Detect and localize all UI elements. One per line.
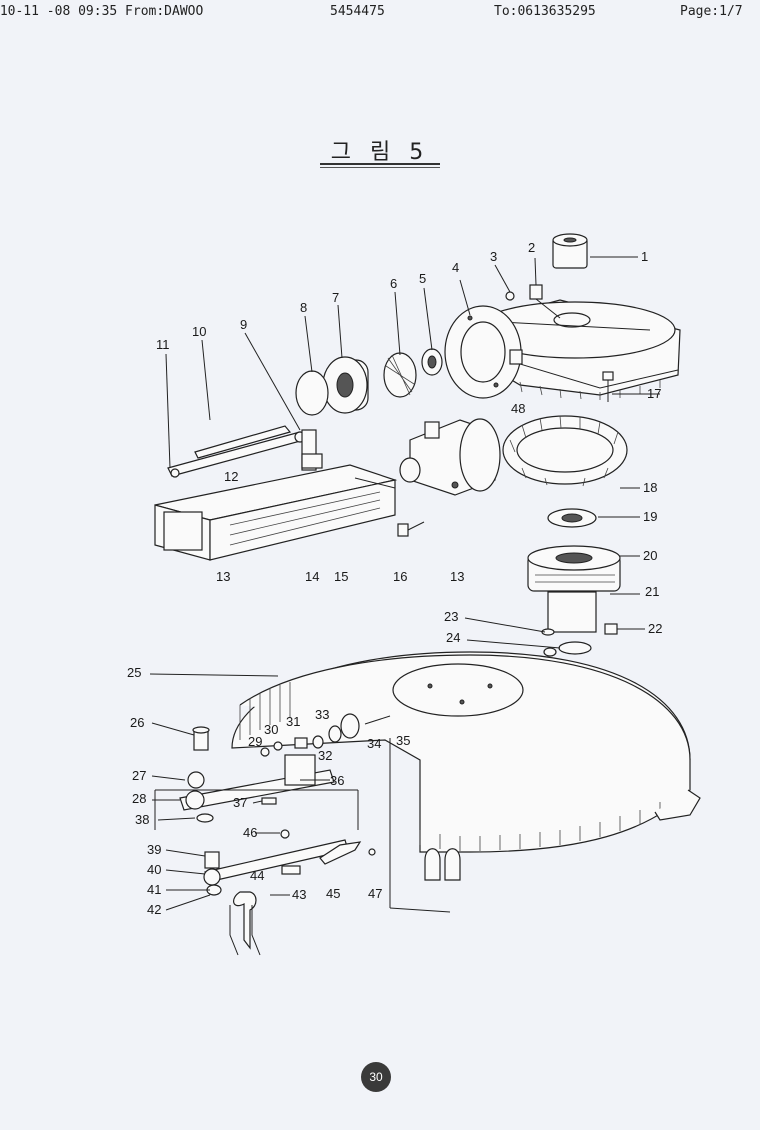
callout-2: 2	[528, 240, 535, 255]
callout-43: 43	[292, 887, 306, 902]
callout-15: 15	[334, 569, 348, 584]
fax-page-count: Page:1/7	[680, 4, 743, 19]
title-underline-secondary	[320, 167, 440, 168]
bearing-part-7	[322, 356, 369, 414]
callout-6: 6	[390, 276, 397, 291]
callout-48: 48	[511, 401, 525, 416]
pin-part-3	[505, 291, 515, 301]
fax-doc-id: 5454475	[330, 4, 385, 19]
leader-lines	[149, 256, 660, 913]
washer-part-5	[421, 348, 443, 376]
callout-20: 20	[643, 548, 657, 563]
fax-date-time: 010-11 -08 09:35 From:DAWOO	[0, 4, 204, 19]
washer-part-24	[558, 641, 592, 655]
callout-5: 5	[419, 271, 426, 286]
figure-title: 그 림 5	[330, 140, 430, 165]
square-tube-part-13	[154, 464, 398, 561]
callout-32: 32	[318, 748, 332, 763]
callout-34: 34	[367, 736, 381, 751]
callout-8: 8	[300, 300, 307, 315]
callout-3: 3	[490, 249, 497, 264]
nut-part-22	[604, 623, 618, 635]
callout-16: 16	[393, 569, 407, 584]
collar-part-15	[399, 457, 421, 483]
table-base-part-25	[231, 651, 701, 881]
callout-labels: 1 2 3 4 5 6 7 8 9 10 11 12 13 13 14 15 1…	[127, 240, 662, 917]
fax-header: 010-11 -08 09:35 From:DAWOO 5454475 To:0…	[0, 0, 760, 22]
bushing-part-1	[552, 233, 588, 269]
washer-part-19	[547, 508, 597, 528]
callout-42: 42	[147, 902, 161, 917]
callout-25: 25	[127, 665, 141, 680]
motor-housing-part-13	[409, 418, 501, 496]
callout-24: 24	[446, 630, 460, 645]
callout-9: 9	[240, 317, 247, 332]
callout-21: 21	[645, 584, 659, 599]
callout-41: 41	[147, 882, 161, 897]
callout-37: 37	[233, 795, 247, 810]
callout-18: 18	[643, 480, 657, 495]
callout-45: 45	[326, 886, 340, 901]
callout-12: 12	[224, 469, 238, 484]
lever-assembly-26-47	[179, 713, 391, 956]
callout-4: 4	[452, 260, 459, 275]
callout-33: 33	[315, 707, 329, 722]
callout-46: 46	[243, 825, 257, 840]
top-disc	[474, 299, 681, 400]
callout-13b: 13	[450, 569, 464, 584]
callout-39: 39	[147, 842, 161, 857]
pin-part-14	[354, 477, 396, 489]
nut-part-24	[543, 647, 557, 657]
callout-29: 29	[248, 734, 262, 749]
screw-part-17	[602, 371, 614, 402]
callout-35: 35	[396, 733, 410, 748]
title-underline	[320, 163, 440, 165]
ring-gear-part-18	[502, 415, 628, 487]
callout-7: 7	[332, 290, 339, 305]
pulley-part-20	[527, 545, 621, 592]
callout-38: 38	[135, 812, 149, 827]
clip-part-23	[541, 628, 555, 636]
callout-30: 30	[264, 722, 278, 737]
callout-31: 31	[286, 714, 300, 729]
callout-26: 26	[130, 715, 144, 730]
callout-11: 11	[156, 337, 170, 352]
fax-recipient: To:0613635295	[494, 4, 596, 19]
callout-40: 40	[147, 862, 161, 877]
callout-36: 36	[330, 773, 344, 788]
bolt-part-16	[397, 521, 425, 537]
callout-17: 17	[647, 386, 661, 401]
callout-47: 47	[368, 886, 382, 901]
callout-1: 1	[641, 249, 648, 264]
nut-part-48	[509, 349, 523, 365]
ring-part-8	[295, 370, 329, 416]
shaft-part-21	[547, 591, 597, 633]
callout-23: 23	[444, 609, 458, 624]
gear-part-6	[383, 352, 417, 398]
callout-19: 19	[643, 509, 657, 524]
callout-22: 22	[648, 621, 662, 636]
page-number-badge: 30	[361, 1062, 391, 1092]
callout-27: 27	[132, 768, 146, 783]
callout-28: 28	[132, 791, 146, 806]
callout-14: 14	[305, 569, 319, 584]
flange-part-4	[444, 305, 522, 399]
callout-13a: 13	[216, 569, 230, 584]
callout-44: 44	[250, 868, 264, 883]
linkage-parts-10-12	[167, 425, 323, 478]
callout-10: 10	[192, 324, 206, 339]
